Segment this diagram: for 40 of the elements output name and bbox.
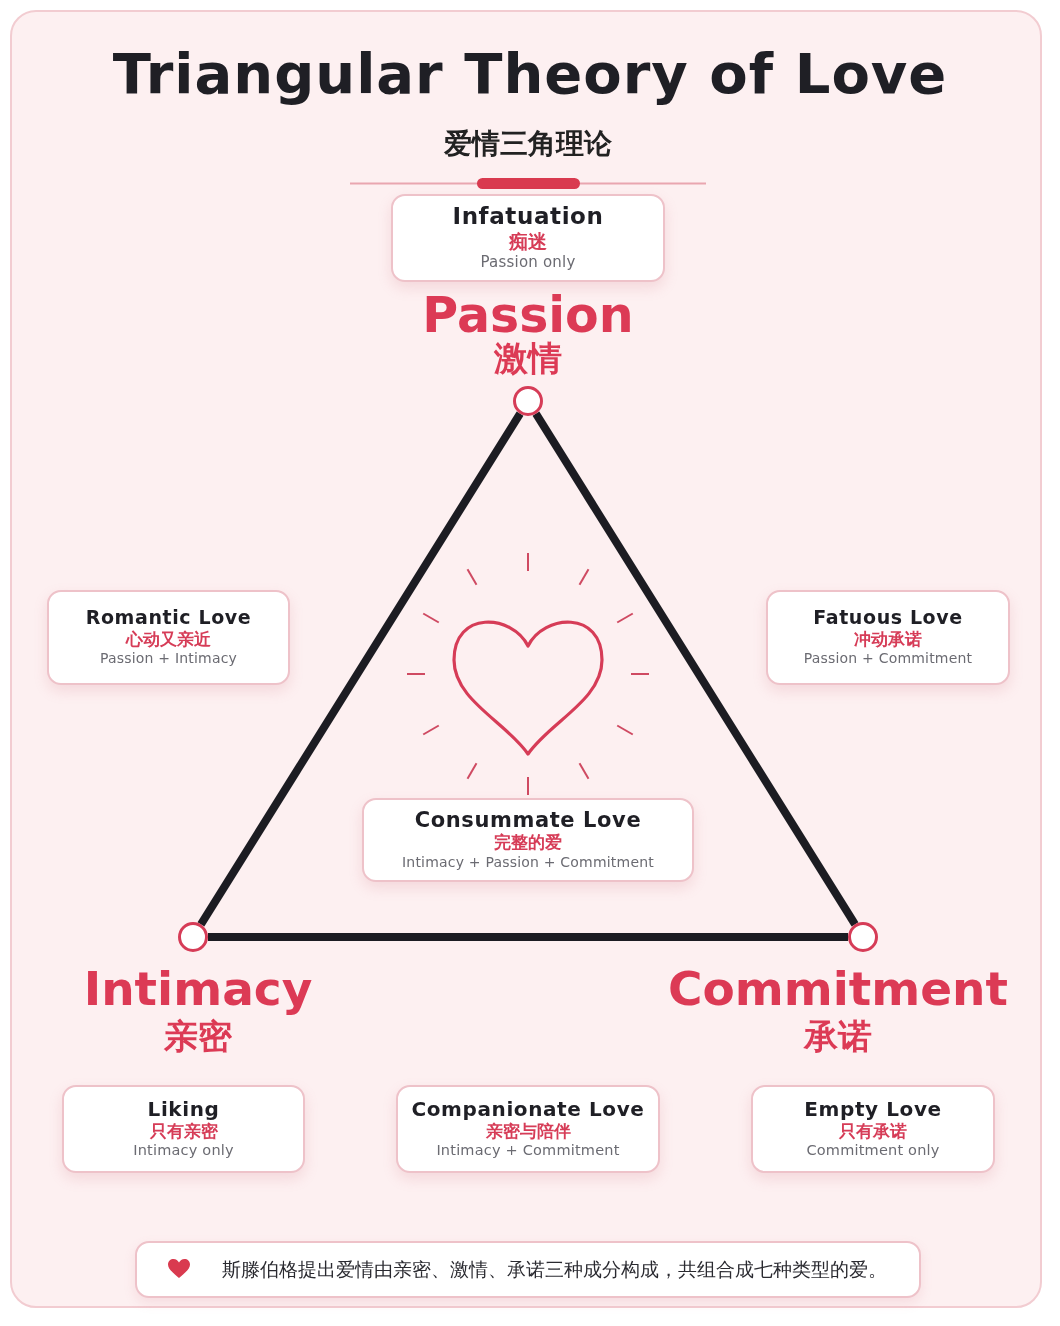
triangle-side [208, 933, 848, 941]
love-type-name: Empty Love [804, 1097, 942, 1121]
component-formula: Passion only [480, 252, 576, 273]
component-formula: Intimacy + Passion + Commitment [402, 852, 654, 872]
triangle-side [197, 411, 524, 927]
love-type-name: Liking [147, 1097, 220, 1121]
triangle-side [532, 411, 859, 927]
vertex-label-chinese: 激情 [494, 340, 562, 378]
component-formula: Intimacy + Commitment [436, 1140, 620, 1160]
note-card [135, 1241, 921, 1298]
component-formula: Passion + Commitment [803, 649, 973, 669]
love-type-chinese: 痴迷 [509, 229, 547, 253]
love-type-card [47, 590, 290, 685]
note-text: 斯滕伯格提出爱情由亲密、激情、承诺三种成分构成，共组合成七种类型的爱。 [222, 1258, 887, 1282]
love-type-chinese: 心动又亲近 [126, 628, 211, 650]
love-type-card [62, 1085, 305, 1173]
love-type-chinese: 只有亲密 [149, 1120, 218, 1141]
component-formula: Intimacy only [133, 1140, 234, 1160]
love-type-card [751, 1085, 995, 1173]
title: Triangular Theory of Love [111, 40, 949, 107]
subtitle: 爱情三角理论 [444, 126, 612, 162]
love-type-card [766, 590, 1010, 685]
love-type-chinese: 只有承诺 [839, 1120, 907, 1141]
love-type-name: Consummate Love [414, 808, 642, 833]
love-type-chinese: 亲密与陪伴 [485, 1120, 571, 1141]
vertex-label-chinese: 承诺 [804, 1018, 872, 1056]
love-type-name: Fatuous Love [813, 606, 963, 629]
component-formula: Commitment only [806, 1140, 940, 1160]
love-type-name: Infatuation [452, 203, 604, 230]
love-type-chinese: 冲动承诺 [854, 628, 922, 650]
vertex-label: Intimacy [83, 963, 313, 1015]
vertex-label: Commitment [667, 963, 1009, 1015]
love-type-chinese: 完整的爱 [494, 832, 562, 853]
love-type-name: Companionate Love [411, 1097, 645, 1121]
love-type-name: Romantic Love [85, 606, 252, 629]
love-type-card [362, 798, 694, 882]
love-type-card [396, 1085, 660, 1173]
component-formula: Passion + Intimacy [99, 649, 238, 669]
love-type-card [391, 194, 665, 282]
vertex-label-chinese: 亲密 [164, 1018, 232, 1056]
